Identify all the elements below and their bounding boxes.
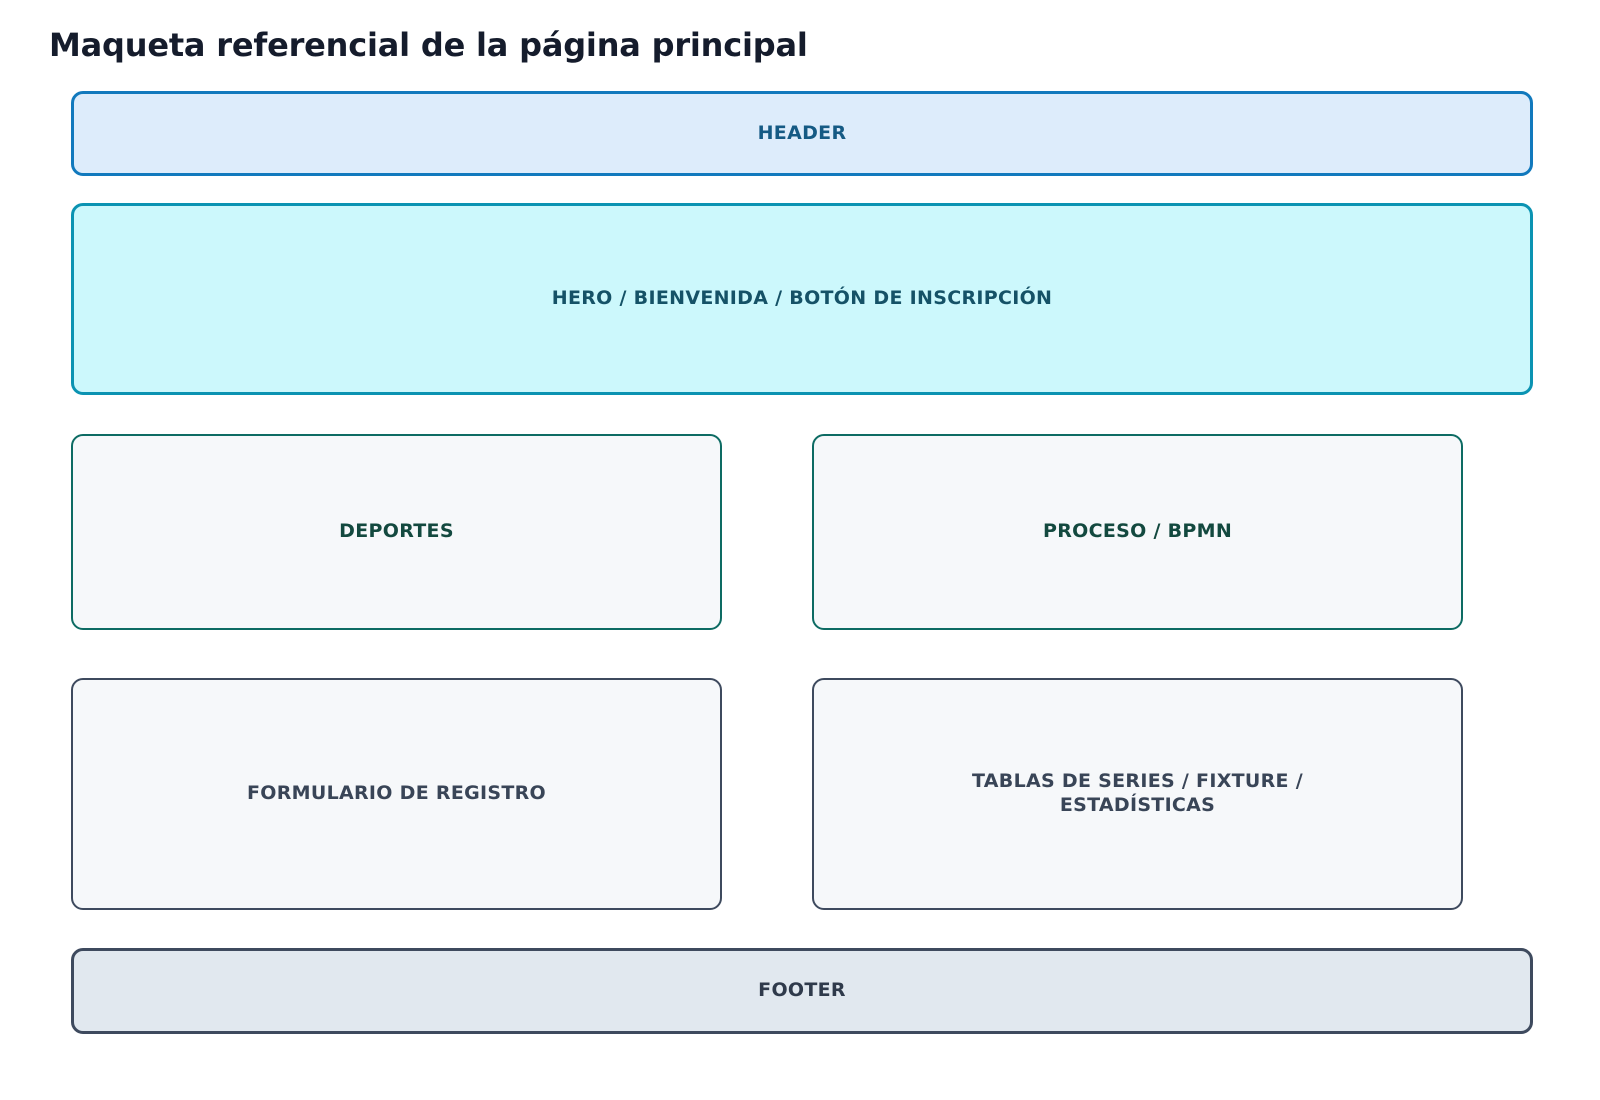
tablas-block-label: TABLAS DE SERIES / FIXTURE / ESTADÍSTICA… [972,770,1303,818]
wireframe-block-footer[interactable]: FOOTER [71,948,1533,1034]
wireframe-block-tablas-series[interactable]: TABLAS DE SERIES / FIXTURE / ESTADÍSTICA… [812,678,1463,910]
footer-block-label: FOOTER [758,979,846,1002]
tablas-block-label-line2: ESTADÍSTICAS [1059,794,1216,816]
wireframe-block-formulario-registro[interactable]: FORMULARIO DE REGISTRO [71,678,722,910]
page-title: Maqueta referencial de la página princip… [49,26,808,64]
formulario-block-label: FORMULARIO DE REGISTRO [246,782,547,805]
deportes-block-label: DEPORTES [339,520,454,543]
wireframe-block-header[interactable]: HEADER [71,91,1533,176]
hero-block-label: HERO / BIENVENIDA / BOTÓN DE INSCRIPCIÓN [551,287,1053,310]
proceso-block-label: PROCESO / BPMN [1042,520,1233,543]
tablas-block-label-line1: TABLAS DE SERIES / FIXTURE / [972,770,1303,793]
header-block-label: HEADER [757,121,847,144]
wireframe-block-hero[interactable]: HERO / BIENVENIDA / BOTÓN DE INSCRIPCIÓN [71,203,1533,395]
wireframe-block-proceso-bpmn[interactable]: PROCESO / BPMN [812,434,1463,630]
wireframe-block-deportes[interactable]: DEPORTES [71,434,722,630]
